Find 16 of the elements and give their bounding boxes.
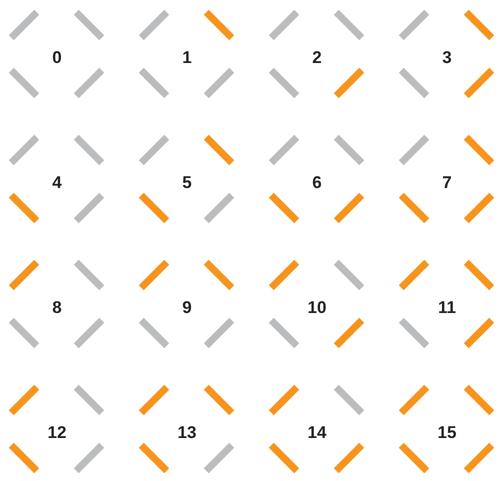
tile-number: 12	[48, 423, 66, 443]
tile-number: 7	[442, 173, 452, 193]
tile-number: 8	[52, 298, 62, 318]
tile-number: 10	[308, 298, 326, 318]
tile-number: 6	[312, 173, 322, 193]
tile-number: 14	[308, 423, 326, 443]
tile-number: 3	[442, 48, 452, 68]
tile-number: 13	[178, 423, 196, 443]
tile-number: 15	[438, 423, 456, 443]
tile-number: 4	[52, 173, 62, 193]
tile-number: 11	[438, 298, 456, 318]
tile-number: 0	[52, 48, 62, 68]
tile-number: 5	[182, 173, 192, 193]
tile-number: 1	[182, 48, 192, 68]
tile-number: 2	[312, 48, 322, 68]
tile-number: 9	[182, 298, 192, 318]
